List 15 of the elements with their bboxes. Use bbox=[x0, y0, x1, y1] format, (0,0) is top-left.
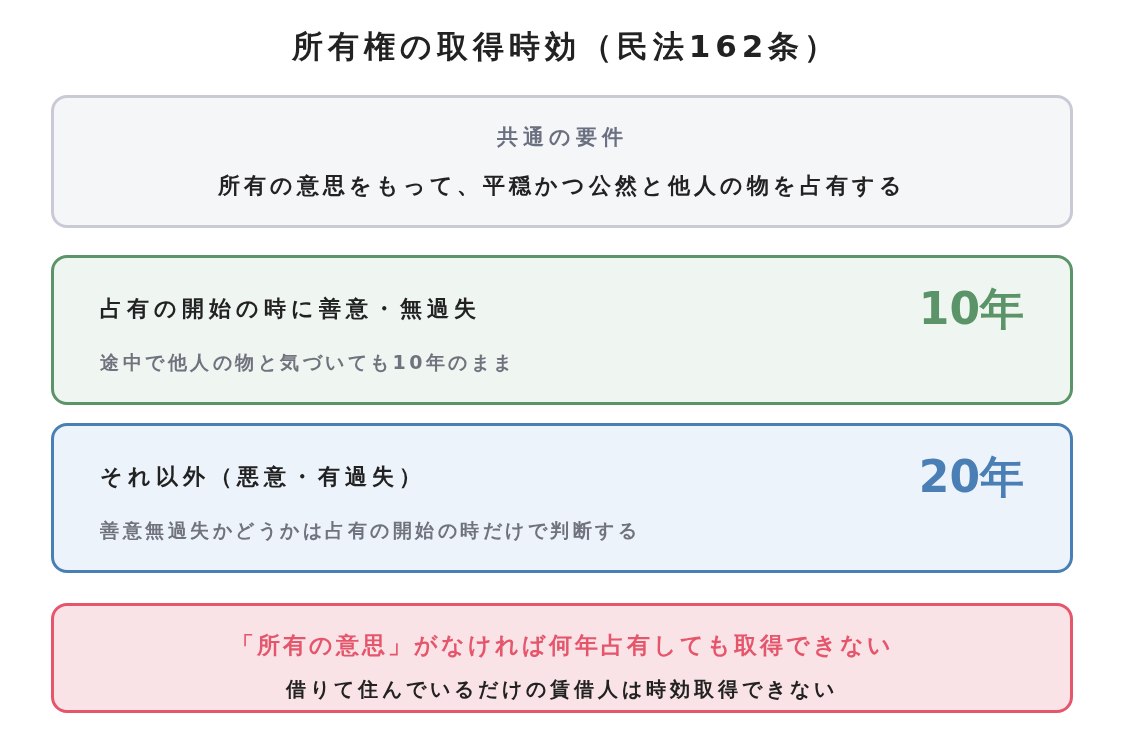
condition-heading: それ以外（悪意・有過失） bbox=[100, 464, 426, 491]
condition-heading: 占有の開始の時に善意・無過失 bbox=[100, 296, 481, 323]
requirement-text: 所有の意思をもって、平穏かつ公然と他人の物を占有する bbox=[218, 173, 906, 200]
info-box bbox=[51, 603, 1073, 713]
info-box bbox=[51, 423, 1073, 573]
note-text: 途中で他人の物と気づいても10年のまま bbox=[100, 351, 516, 374]
heading: 共通の要件 bbox=[496, 125, 628, 151]
period-label: 10年 bbox=[918, 283, 1024, 336]
example-text: 借りて住んでいるだけの賃借人は時効取得できない bbox=[286, 677, 838, 701]
note-text: 善意無過失かどうかは占有の開始の時だけで判断する bbox=[100, 519, 640, 542]
warning-text: 「所有の意思」がなければ何年占有しても取得できない bbox=[230, 632, 894, 660]
period-label: 20年 bbox=[918, 451, 1024, 504]
title: 所有権の取得時効（民法162条） bbox=[291, 27, 841, 66]
info-box bbox=[51, 95, 1073, 228]
info-box bbox=[51, 255, 1073, 405]
